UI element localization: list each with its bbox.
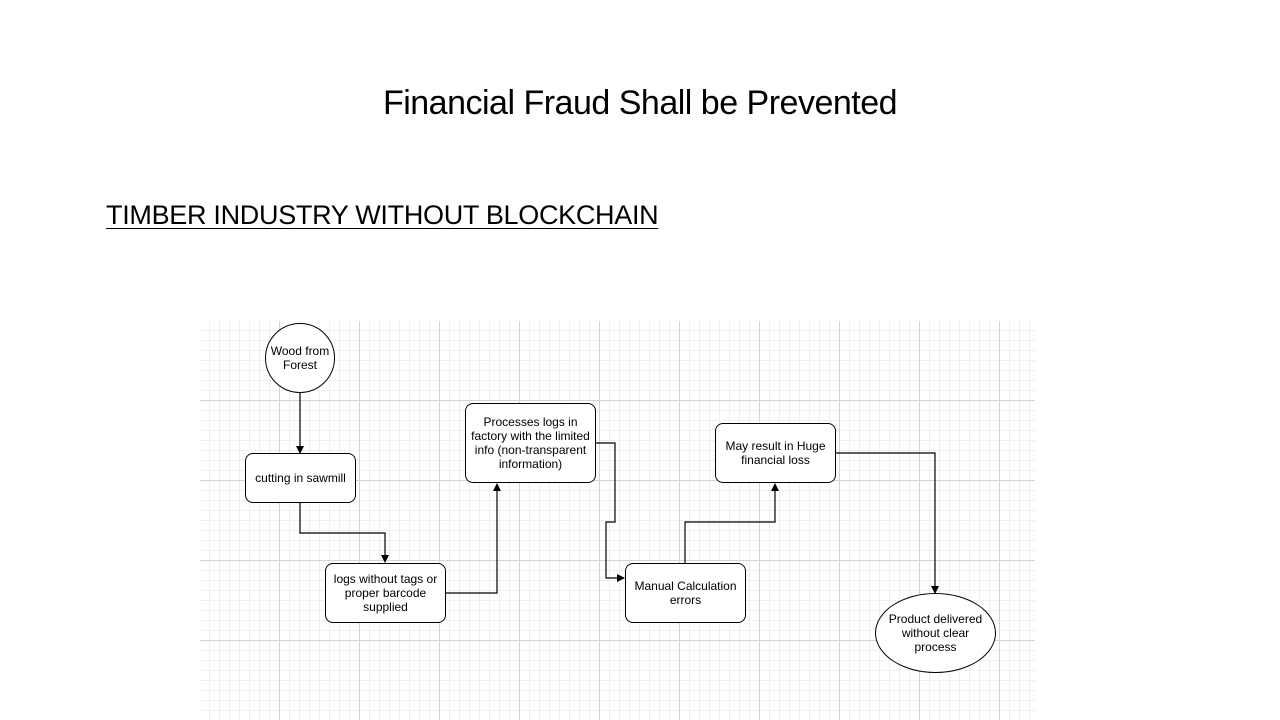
- node-cutting-in-sawmill: cutting in sawmill: [245, 453, 356, 503]
- node-label: May result in Huge financial loss: [725, 439, 826, 467]
- edge-loss-to-product: [835, 452, 939, 594]
- slide-subtitle: TIMBER INDUSTRY WITHOUT BLOCKCHAIN: [106, 200, 659, 230]
- node-manual-calculation-errors: Manual Calculation errors: [625, 563, 746, 623]
- node-label: cutting in sawmill: [255, 471, 346, 485]
- edge-logs-to-factory: [445, 483, 501, 594]
- node-factory-processing: Processes logs in factory with the limit…: [465, 403, 596, 483]
- node-financial-loss: May result in Huge financial loss: [715, 423, 836, 483]
- edge-factory-to-manual: [595, 442, 625, 582]
- node-product-delivered: Product delivered without clear process: [875, 593, 996, 673]
- node-label: Processes logs in factory with the limit…: [471, 415, 590, 471]
- node-label: logs without tags or proper barcode supp…: [333, 572, 438, 614]
- slide-title: Financial Fraud Shall be Prevented: [382, 84, 898, 122]
- edge-manual-to-loss: [684, 483, 779, 563]
- node-wood-from-forest: Wood from Forest: [265, 323, 335, 393]
- node-label: Wood from Forest: [270, 344, 330, 372]
- edge-sawmill-to-logs: [299, 503, 389, 563]
- node-logs-without-tags: logs without tags or proper barcode supp…: [325, 563, 446, 623]
- node-label: Manual Calculation errors: [634, 579, 737, 607]
- node-label: Product delivered without clear process: [888, 612, 983, 654]
